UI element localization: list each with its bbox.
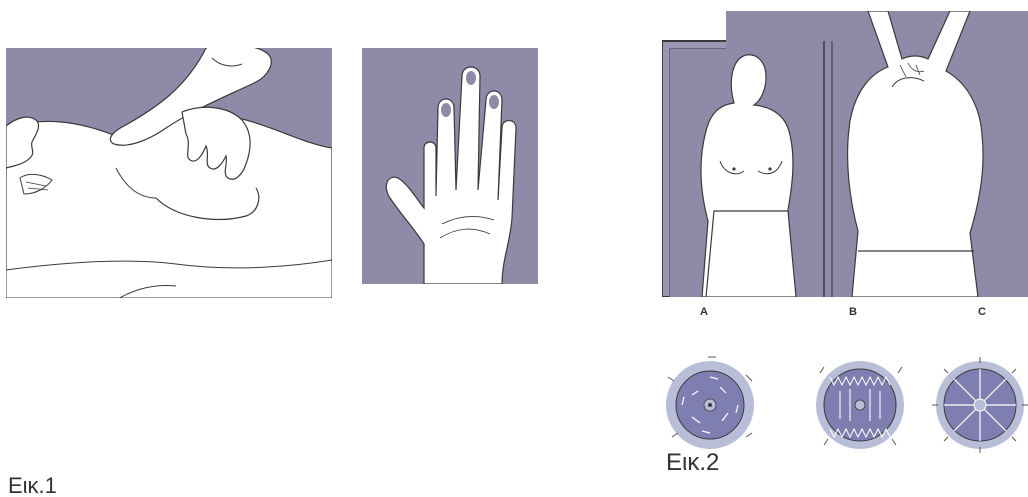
- figure-2-caption: Εικ.2: [666, 450, 719, 476]
- vertical-strip-pattern: [810, 355, 910, 455]
- radial-wedge-pattern: [930, 355, 1028, 455]
- mirror-exam-illustration: [662, 11, 1028, 297]
- figure-1-caption: Εικ.1: [8, 475, 57, 497]
- pattern-letter-b: B: [849, 306, 857, 318]
- pattern-letter-c: C: [978, 306, 986, 318]
- circular-pattern: [660, 355, 760, 455]
- hand-fingertips-illustration: [362, 48, 538, 284]
- lying-exam-illustration: [6, 48, 332, 298]
- pattern-letter-a: A: [700, 306, 708, 318]
